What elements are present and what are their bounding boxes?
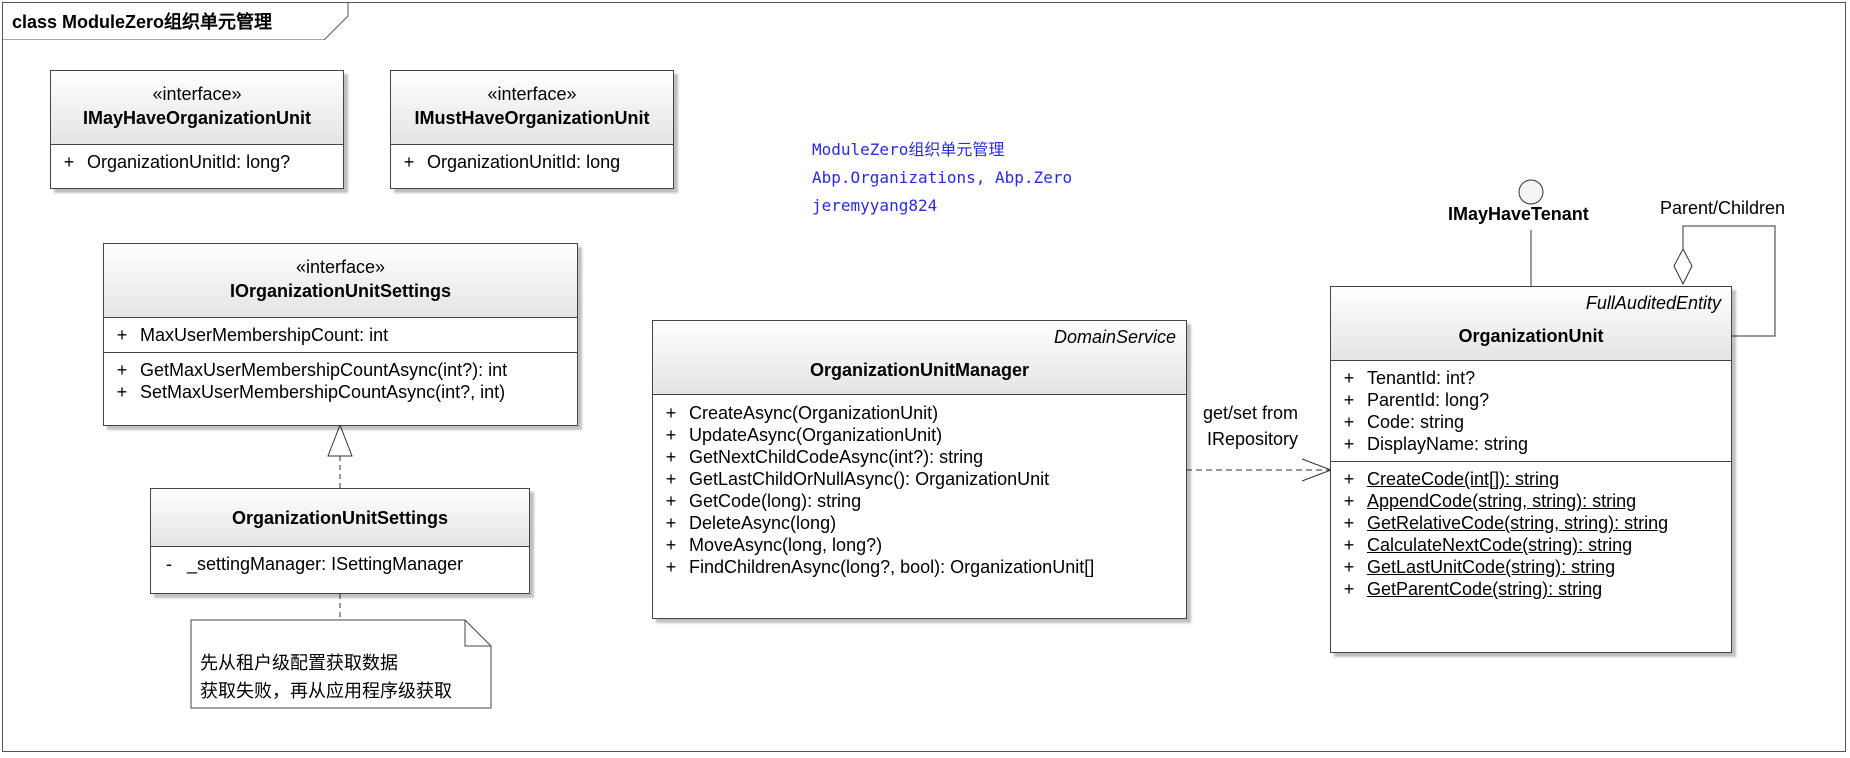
class-header: «interface» IMustHaveOrganizationUnit bbox=[391, 71, 673, 145]
operation-row: +GetParentCode(string): string bbox=[1343, 579, 1603, 599]
stereotype: «interface» bbox=[487, 84, 577, 104]
attribute-row: -_settingManager: ISettingManager bbox=[166, 554, 464, 574]
attributes-section: +MaxUserMembershipCount: int bbox=[104, 318, 577, 353]
realization-arrowhead bbox=[327, 423, 353, 457]
class-name: IOrganizationUnitSettings bbox=[229, 281, 451, 301]
class-name: IMayHaveOrganizationUnit bbox=[82, 108, 312, 128]
attribute-row: +MaxUserMembershipCount: int bbox=[116, 325, 389, 345]
frame-tab bbox=[2, 2, 349, 40]
settings-note-text: 先从租户级配置获取数据 获取失败，再从应用程序级获取 bbox=[200, 649, 452, 705]
operation-row: +CreateCode(int[]): string bbox=[1343, 469, 1560, 489]
operation-row: +GetLastUnitCode(string): string bbox=[1343, 557, 1616, 577]
operations-section: +GetMaxUserMembershipCountAsync(int?): i… bbox=[104, 353, 577, 409]
class-header: «interface» IMayHaveOrganizationUnit bbox=[51, 71, 343, 145]
class-imusthaveorganizationunit[interactable]: «interface» IMustHaveOrganizationUnit +O… bbox=[390, 70, 674, 189]
operation-row: +CalculateNextCode(string): string bbox=[1343, 535, 1633, 555]
class-header: OrganizationUnitSettings bbox=[151, 489, 529, 547]
parent-class-label: FullAuditedEntity bbox=[1585, 293, 1721, 313]
attributes-section: +OrganizationUnitId: long? bbox=[51, 145, 343, 179]
operation-row: +MoveAsync(long, long?) bbox=[665, 535, 883, 555]
attribute-row: +Code: string bbox=[1343, 412, 1465, 432]
settings-note-line2: 获取失败，再从应用程序级获取 bbox=[200, 681, 452, 701]
stereotype: «interface» bbox=[152, 84, 242, 104]
operation-row: +CreateAsync(OrganizationUnit) bbox=[665, 403, 939, 423]
attributes-section: +TenantId: int? +ParentId: long? +Code: … bbox=[1331, 361, 1731, 462]
attribute-row: +OrganizationUnitId: long bbox=[403, 152, 621, 172]
class-header: «interface» IOrganizationUnitSettings bbox=[104, 244, 577, 318]
class-header: FullAuditedEntity OrganizationUnit bbox=[1331, 287, 1731, 361]
operation-row: +GetMaxUserMembershipCountAsync(int?): i… bbox=[116, 360, 508, 380]
parent-children-label: Parent/Children bbox=[1660, 198, 1786, 218]
class-header: DomainService OrganizationUnitManager bbox=[653, 321, 1186, 395]
imayhavetenant-label: IMayHaveTenant bbox=[1448, 204, 1589, 224]
operation-row: +FindChildrenAsync(long?, bool): Organiz… bbox=[665, 557, 1095, 577]
info-note-author: jeremyyang824 bbox=[812, 196, 938, 215]
frame-title: class ModuleZero组织单元管理 bbox=[12, 12, 273, 32]
note-fold bbox=[464, 620, 491, 647]
dependency-label-line1: get/set from bbox=[1203, 403, 1299, 423]
class-imayhaveorganizationunit[interactable]: «interface» IMayHaveOrganizationUnit +Or… bbox=[50, 70, 344, 189]
settings-note-box bbox=[190, 619, 492, 709]
attribute-row: +TenantId: int? bbox=[1343, 368, 1476, 388]
class-organizationunitmanager[interactable]: DomainService OrganizationUnitManager +C… bbox=[652, 320, 1187, 619]
class-name: IMustHaveOrganizationUnit bbox=[414, 108, 650, 128]
operation-row: +AppendCode(string, string): string bbox=[1343, 491, 1637, 511]
imayhavetenant-lollipop-icon bbox=[1518, 179, 1544, 205]
class-organizationunitsettings[interactable]: OrganizationUnitSettings -_settingManage… bbox=[150, 488, 530, 594]
operation-row: +GetNextChildCodeAsync(int?): string bbox=[665, 447, 984, 467]
info-note: ModuleZero组织单元管理 Abp.Organizations, Abp.… bbox=[812, 136, 1072, 220]
parent-class-label: DomainService bbox=[1053, 327, 1176, 347]
operation-row: +GetCode(long): string bbox=[665, 491, 862, 511]
operation-row: +GetLastChildOrNullAsync(): Organization… bbox=[665, 469, 1050, 489]
operation-row: +DeleteAsync(long) bbox=[665, 513, 837, 533]
operations-section: +CreateAsync(OrganizationUnit) +UpdateAs… bbox=[653, 395, 1186, 584]
class-name: OrganizationUnitManager bbox=[809, 360, 1029, 380]
operations-section: +CreateCode(int[]): string +AppendCode(s… bbox=[1331, 462, 1731, 606]
attributes-section: -_settingManager: ISettingManager bbox=[151, 547, 529, 581]
class-iorganizationunitsettings[interactable]: «interface» IOrganizationUnitSettings +M… bbox=[103, 243, 578, 426]
attribute-row: +DisplayName: string bbox=[1343, 434, 1529, 454]
operation-row: +UpdateAsync(OrganizationUnit) bbox=[665, 425, 943, 445]
class-organizationunit[interactable]: FullAuditedEntity OrganizationUnit +Tena… bbox=[1330, 286, 1732, 653]
attribute-row: +ParentId: long? bbox=[1343, 390, 1490, 410]
operation-row: +GetRelativeCode(string, string): string bbox=[1343, 513, 1669, 533]
operation-row: +SetMaxUserMembershipCountAsync(int?, in… bbox=[116, 382, 506, 402]
info-note-title: ModuleZero组织单元管理 bbox=[812, 140, 1005, 159]
attributes-section: +OrganizationUnitId: long bbox=[391, 145, 673, 179]
self-association-line bbox=[1682, 225, 1776, 337]
info-note-namespace: Abp.Organizations, Abp.Zero bbox=[812, 168, 1073, 187]
class-name: OrganizationUnit bbox=[1458, 326, 1604, 346]
stereotype: «interface» bbox=[295, 257, 386, 277]
aggregation-diamond-icon bbox=[1673, 247, 1693, 286]
settings-note-line1: 先从租户级配置获取数据 bbox=[200, 653, 398, 673]
attribute-row: +OrganizationUnitId: long? bbox=[63, 152, 291, 172]
class-name: OrganizationUnitSettings bbox=[232, 508, 448, 528]
dependency-label-line2: IRepository bbox=[1207, 429, 1299, 449]
